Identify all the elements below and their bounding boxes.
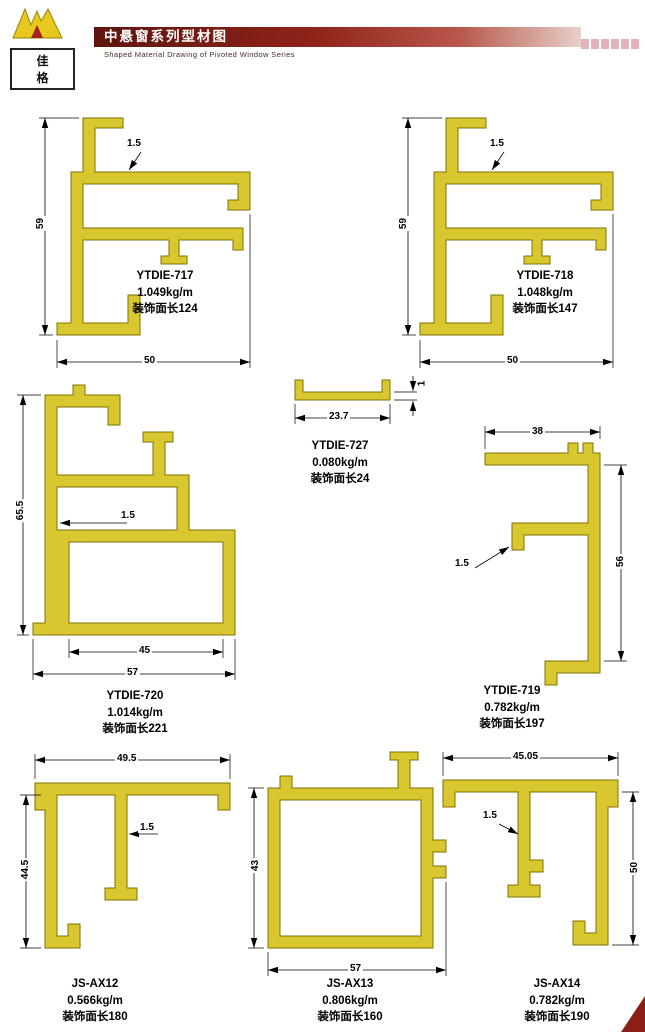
watermark-block [631,39,639,49]
profile-cross-section [32,384,236,636]
watermark-block [621,39,629,49]
finish-label: 装饰面长124 [132,303,198,316]
model-label: JS-AX13 [326,978,374,990]
weight-label: 0.806kg/m [322,994,378,1007]
dim-wall-label: 1.5 [453,558,471,569]
finish-label: 装饰面长180 [62,1011,128,1024]
profile-cross-section [419,117,614,336]
watermark-block [591,39,599,49]
weight-label: 1.014kg/m [107,706,163,719]
profile-cross-section [484,442,601,686]
model-label: YTDIE-717 [136,270,194,282]
profile-label: YTDIE-720 1.014kg/m 装饰面长221 [55,688,215,738]
dim-top-label: 49.5 [115,753,139,764]
brand-logo: 佳 格 [10,5,90,90]
finish-label: 装饰面长24 [310,473,370,486]
profile-ax12-drawing [20,754,231,949]
page-title: 中悬窗系列型材图 [104,29,228,44]
profile-ytdie-719: 38 56 1.5 YTDIE-719 0.782kg/m 装饰面长197 [425,418,645,748]
profile-ytdie-720: 65.5 1.5 45 57 YTDIE-720 1.014kg/m 装饰面长2… [15,380,275,740]
logo-icon [12,7,63,39]
profile-cross-section [294,379,391,401]
header-watermark [579,36,639,54]
finish-label: 装饰面长190 [524,1011,590,1024]
watermark-block [601,39,609,49]
weight-label: 1.049kg/m [137,286,193,299]
title-band: 中悬窗系列型材图 [94,27,581,47]
model-label: JS-AX14 [533,978,581,990]
dim-wall-label: 1.5 [488,138,506,149]
watermark-block [581,39,589,49]
model-label: YTDIE-720 [106,690,164,702]
dim-top-label: 45.05 [511,751,541,762]
dim-top-label: 38 [530,426,546,437]
finish-label: 装饰面长221 [102,723,168,736]
page-subtitle: Shaped Material Drawing of Pivoted Windo… [104,50,295,59]
profile-ytdie-718: 59 1.5 50 YTDIE-718 1.048kg/m 装饰面长147 [388,100,645,390]
profile-label: YTDIE-718 1.048kg/m 装饰面长147 [465,268,625,318]
dim-width-label: 23.7 [327,411,351,422]
dim-height-label: 56 [615,553,627,570]
dim-height-label: 59 [398,215,410,232]
profile-label: YTDIE-727 0.080kg/m 装饰面长24 [275,438,405,488]
dim-height-label: 50 [629,859,641,876]
profile-label: YTDIE-717 1.049kg/m 装饰面长124 [85,268,245,318]
weight-label: 0.566kg/m [67,994,123,1007]
weight-label: 0.782kg/m [484,701,540,714]
profile-js-ax13: 43 57 JS-AX13 0.806kg/m 装饰面长160 [248,748,463,1032]
dim-height-label: 65.5 [15,498,27,523]
watermark-block [611,39,619,49]
profile-719-drawing [474,426,627,686]
dim-wall-label: 1.5 [119,510,137,521]
profile-label: JS-AX13 0.806kg/m 装饰面长160 [270,976,430,1026]
model-label: YTDIE-718 [516,270,574,282]
finish-label: 装饰面长147 [512,303,578,316]
profile-718-drawing [402,117,614,368]
profile-727-drawing [294,376,417,424]
profile-720-drawing [17,384,236,680]
profile-label: JS-AX12 0.566kg/m 装饰面长180 [15,976,175,1026]
page-corner-mark [621,996,645,1032]
weight-label: 1.048kg/m [517,286,573,299]
profile-ytdie-727: 23.7 1 YTDIE-727 0.080kg/m 装饰面长24 [275,362,435,492]
dim-inner-label: 45 [137,645,153,656]
dim-wall-label: 1.5 [481,810,499,821]
profile-label: YTDIE-719 0.782kg/m 装饰面长197 [432,683,592,733]
profile-js-ax12: 49.5 44.5 1.5 JS-AX12 0.566kg/m 装饰面长180 [20,748,255,1032]
profile-cross-section [267,751,447,949]
profile-js-ax14: 45.05 50 1.5 JS-AX14 0.782kg/m 装饰面长190 [433,740,645,1032]
logo-text: 佳 格 [10,48,75,90]
dim-height-label: 59 [35,215,47,232]
dim-wall-label: 1.5 [125,138,143,149]
dim-wall-label: 1 [416,378,428,389]
dim-wall-label: 1.5 [138,822,156,833]
profile-717-drawing [39,117,251,368]
profile-cross-section [56,117,251,336]
dim-width-label: 57 [348,963,364,974]
weight-label: 0.782kg/m [529,994,585,1007]
model-label: YTDIE-719 [483,685,541,697]
profile-cross-section [442,779,619,946]
dim-height-label: 43 [250,857,262,874]
profile-label: JS-AX14 0.782kg/m 装饰面长190 [477,976,637,1026]
dim-height-label: 44.5 [20,857,32,882]
finish-label: 装饰面长197 [479,718,545,731]
weight-label: 0.080kg/m [312,456,368,469]
profile-cross-section [34,782,231,949]
finish-label: 装饰面长160 [317,1011,383,1024]
model-label: YTDIE-727 [311,440,369,452]
profile-ytdie-717: 59 1.5 50 YTDIE-717 1.049kg/m 装饰面长124 [25,100,285,390]
model-label: JS-AX12 [71,978,119,990]
dim-width-label: 57 [125,667,141,678]
dim-width-label: 50 [142,355,158,366]
dim-width-label: 50 [505,355,521,366]
